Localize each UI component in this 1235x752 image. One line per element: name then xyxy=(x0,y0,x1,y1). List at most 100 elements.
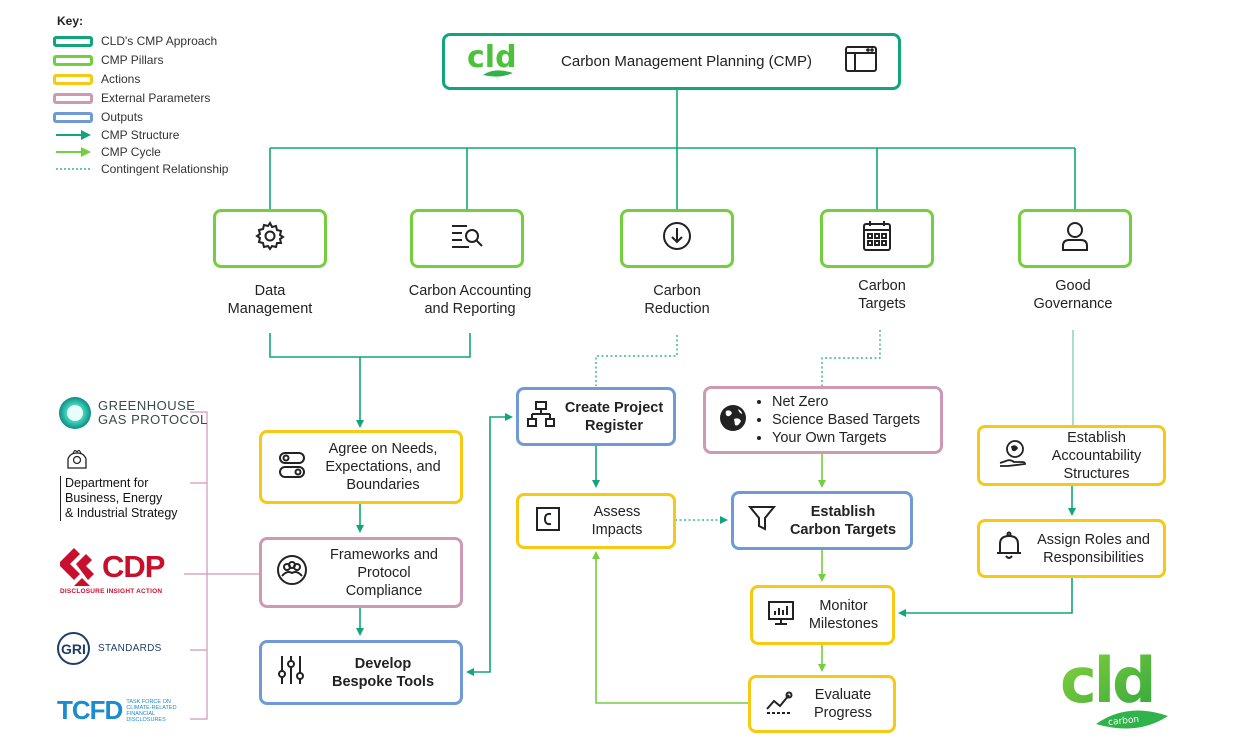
pillar-good-governance xyxy=(1018,209,1132,268)
cld-logo-mark: cld carbon xyxy=(1060,644,1168,729)
node-targets-list: Net Zero Science Based Targets Your Own … xyxy=(703,386,943,454)
ghg-line-2: GAS PROTOCOL xyxy=(98,412,208,427)
key-label: Contingent Relationship xyxy=(101,162,229,176)
cld-logo-small: cld xyxy=(465,37,519,86)
pillar-carbon-accounting xyxy=(410,209,524,268)
node-develop-tools: Develop Bespoke Tools xyxy=(259,640,463,705)
svg-text:cld: cld xyxy=(467,40,517,75)
tcfd-sub: TASK FORCE ON CLIMATE-RELATED FINANCIAL … xyxy=(126,698,177,723)
target-net-zero: Net Zero xyxy=(772,393,920,411)
target-your-own: Your Own Targets xyxy=(772,429,920,447)
tcfd-word: TCFD xyxy=(57,695,123,725)
gear-icon xyxy=(254,220,286,257)
frameworks-line-2: Protocol xyxy=(357,564,411,581)
roles-line-1: Assign Roles and xyxy=(1037,531,1150,548)
monitor-line-1: Monitor xyxy=(819,598,868,614)
beis-line-2: Business, Energy xyxy=(65,491,163,505)
cdp-logo: CDP DISCLOSURE INSIGHT ACTION xyxy=(60,548,185,595)
calendar-icon xyxy=(862,220,892,257)
key-item: CMP Cycle xyxy=(53,144,161,160)
beis-logo: Department for Business, Energy & Indust… xyxy=(60,449,210,521)
establish-targets-line-1: Establish xyxy=(810,503,876,520)
cld-carbon-logo: cld carbon xyxy=(1058,640,1173,735)
hierarchy-icon xyxy=(527,400,555,433)
bell-icon xyxy=(994,531,1024,566)
key-arrow-icon xyxy=(56,147,91,157)
agree-line-3: Boundaries xyxy=(346,477,420,493)
sliders-icon xyxy=(276,654,306,691)
structure-tree xyxy=(269,90,1076,676)
key-swatch xyxy=(53,92,93,104)
node-establish-targets: Establish Carbon Targets xyxy=(731,491,913,550)
node-accountability: Establish Accountability Structures xyxy=(977,425,1166,486)
key-item: CLD's CMP Approach xyxy=(53,33,217,49)
key-title: Key: xyxy=(57,14,84,28)
cmp-approach-box: cld Carbon Management Planning (CMP) xyxy=(442,33,901,90)
c-icon xyxy=(535,506,561,537)
key-label: CMP Structure xyxy=(101,128,180,142)
accountability-line-2: Accountability xyxy=(1051,447,1142,464)
key-label: CLD's CMP Approach xyxy=(101,34,218,48)
pillar-carbon-targets xyxy=(820,209,934,268)
ghg-globe-icon xyxy=(59,397,91,429)
agree-line-1: Agree on Needs, xyxy=(328,441,438,457)
node-frameworks: Frameworks and Protocol Compliance xyxy=(259,537,463,608)
assess-line-2: Impacts xyxy=(591,522,643,538)
establish-targets-line-2: Carbon Targets xyxy=(789,521,897,538)
funnel-icon xyxy=(747,504,777,537)
beis-line-3: & Industrial Strategy xyxy=(65,506,178,520)
evaluate-line-1: Evaluate xyxy=(814,687,872,703)
person-icon xyxy=(1060,220,1090,257)
cycle-lines xyxy=(592,454,826,704)
node-monitor-milestones: Monitor Milestones xyxy=(750,585,895,645)
cmp-title: Carbon Management Planning (CMP) xyxy=(561,52,812,70)
agree-line-2: Expectations, and xyxy=(325,459,441,475)
targets-list: Net Zero Science Based Targets Your Own … xyxy=(748,393,920,447)
key-item: CMP Structure xyxy=(53,127,179,143)
frameworks-line-3: Compliance xyxy=(345,582,423,599)
node-assign-roles: Assign Roles and Responsibilities xyxy=(977,519,1166,578)
search-list-icon xyxy=(449,221,485,256)
node-create-register: Create Project Register xyxy=(516,387,676,446)
target-science-based: Science Based Targets xyxy=(772,411,920,429)
node-assess-impacts: Assess Impacts xyxy=(516,493,676,549)
tcfd-logo: TCFD TASK FORCE ON CLIMATE-RELATED FINAN… xyxy=(57,695,186,726)
key-arrow-icon xyxy=(56,130,91,140)
pillar-carbon-reduction xyxy=(620,209,734,268)
beis-line-1: Department for xyxy=(65,476,149,490)
key-swatch xyxy=(53,73,93,85)
develop-line-1: Develop xyxy=(354,655,412,672)
monitor-chart-icon xyxy=(767,600,795,631)
register-line-1: Create Project xyxy=(564,399,664,416)
trend-icon xyxy=(765,689,793,720)
roles-line-2: Responsibilities xyxy=(1043,549,1144,566)
monitor-line-2: Milestones xyxy=(808,616,879,632)
toggle-icon xyxy=(278,450,306,485)
crest-icon xyxy=(67,449,87,469)
key-dotted-line xyxy=(56,168,91,170)
ghg-protocol-logo: GREENHOUSE GAS PROTOCOL xyxy=(58,395,208,431)
develop-line-2: Bespoke Tools xyxy=(331,673,435,690)
key-label: External Parameters xyxy=(101,91,211,105)
key-item: Contingent Relationship xyxy=(53,161,228,177)
gri-standards: STANDARDS xyxy=(98,643,162,654)
people-icon xyxy=(276,554,308,591)
accountability-line-1: Establish xyxy=(1067,429,1126,446)
window-icon xyxy=(844,44,878,79)
cld-big-word: cld xyxy=(1060,644,1153,717)
evaluate-line-2: Progress xyxy=(813,705,873,721)
cld-big-sub: carbon xyxy=(1108,715,1140,728)
key-swatch xyxy=(53,54,93,66)
cdp-tagline: DISCLOSURE INSIGHT ACTION xyxy=(60,588,163,595)
ghg-line-1: GREENHOUSE xyxy=(98,398,196,413)
key-item: Actions xyxy=(53,71,140,87)
key-label: CMP Pillars xyxy=(101,53,164,67)
key-label: CMP Cycle xyxy=(101,145,161,159)
key-swatch xyxy=(53,35,93,47)
key-item: CMP Pillars xyxy=(53,52,163,68)
gri-logo: GRI STANDARDS xyxy=(57,632,162,665)
